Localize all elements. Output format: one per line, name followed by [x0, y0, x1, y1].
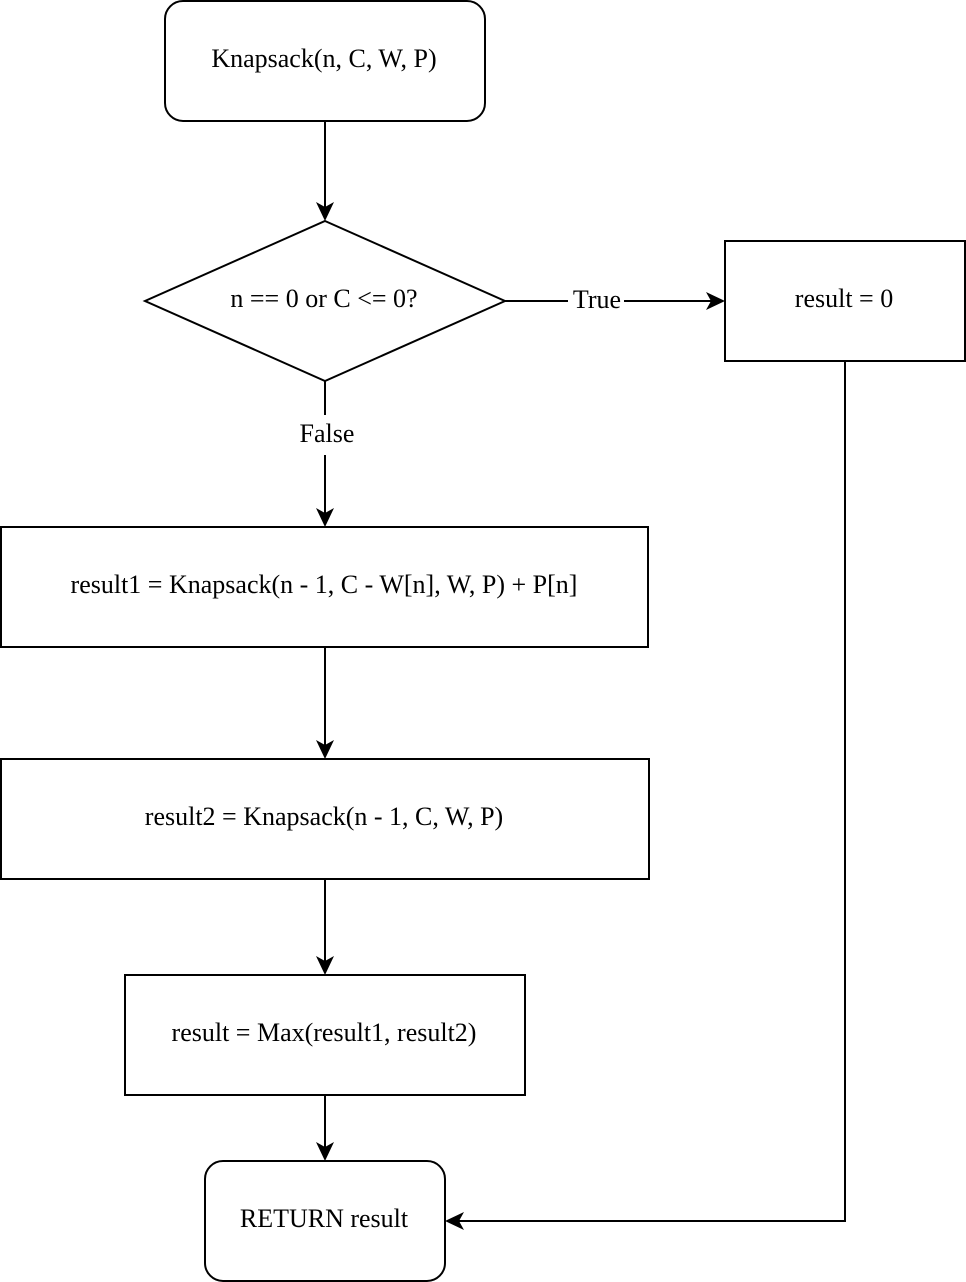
take-item-node-label: result1 = Knapsack(n - 1, C - W[n], W, P…	[71, 570, 578, 599]
edge-label-true: True	[573, 285, 621, 314]
false-label-background	[292, 418, 362, 452]
start-node: Knapsack(n, C, W, P)	[164, 0, 486, 122]
skip-item-node-shape	[0, 758, 650, 880]
result-zero-node-label: result = 0	[795, 284, 893, 313]
start-node-label: Knapsack(n, C, W, P)	[211, 44, 436, 73]
skip-item-node-label: result2 = Knapsack(n - 1, C, W, P)	[145, 802, 503, 831]
decision-node-shape	[142, 219, 508, 383]
max-result-node-label: result = Max(result1, result2)	[172, 1018, 477, 1047]
return-node: RETURN result	[204, 1160, 446, 1282]
edge-zero-to-end	[445, 361, 846, 1230]
skip-item-node: result2 = Knapsack(n - 1, C, W, P)	[0, 758, 650, 880]
return-node-shape	[204, 1160, 446, 1282]
edge-label-false: False	[300, 419, 355, 448]
return-node-label: RETURN result	[240, 1204, 409, 1233]
take-item-node: result1 = Knapsack(n - 1, C - W[n], W, P…	[0, 526, 649, 648]
true-label-background	[568, 286, 624, 316]
result-zero-node: result = 0	[724, 240, 966, 362]
decision-node: n == 0 or C <= 0?	[142, 219, 508, 383]
start-node-shape	[164, 0, 486, 122]
result-zero-node-shape	[724, 240, 966, 362]
take-item-node-shape	[0, 526, 649, 648]
max-result-node-shape	[124, 974, 526, 1096]
max-result-node: result = Max(result1, result2)	[124, 974, 526, 1096]
decision-node-label: n == 0 or C <= 0?	[230, 284, 417, 313]
